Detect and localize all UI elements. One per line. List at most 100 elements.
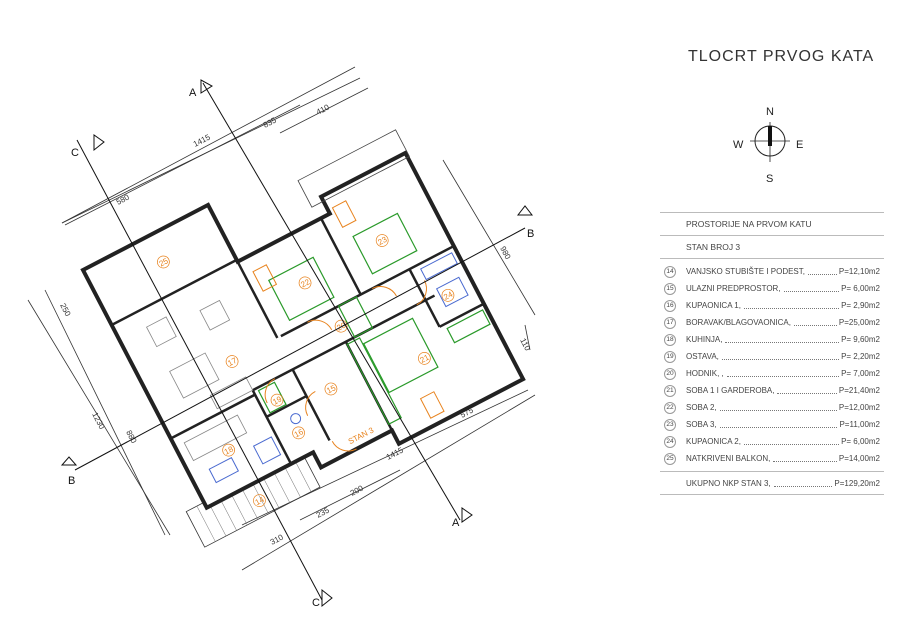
room-area: P=11,00m2 xyxy=(839,420,880,429)
building: 25 17 18 19 16 15 20 22 23 24 21 14 STAN… xyxy=(80,129,526,548)
leader-dots xyxy=(726,376,840,377)
section-label-a-top: A xyxy=(189,87,197,99)
legend-row: 21 SOBA 1 I GARDEROBA, P=21,40m2 xyxy=(660,382,884,399)
legend-row: 23 SOBA 3, P=11,00m2 xyxy=(660,416,884,433)
dim-410: 410 xyxy=(315,102,331,116)
legend-row: 15 ULAZNI PREDPROSTOR, P= 6,00m2 xyxy=(660,280,884,297)
legend-heading: PROSTORIJE NA PRVOM KATU xyxy=(660,212,884,236)
section-markers xyxy=(60,79,534,608)
dim-250: 250 xyxy=(58,302,72,318)
room-area: P= 7,00m2 xyxy=(841,369,880,378)
room-area: P= 6,00m2 xyxy=(841,284,880,293)
dim-110: 110 xyxy=(518,337,532,353)
room-name: VANJSKO STUBIŠTE I PODEST, xyxy=(686,267,805,276)
legend-row: 22 SOBA 2, P=12,00m2 xyxy=(660,399,884,416)
section-labels: A C B B A C xyxy=(68,87,534,609)
section-line-b xyxy=(74,227,526,471)
north-compass xyxy=(750,122,790,162)
room-area: P=14,00m2 xyxy=(838,454,880,463)
section-label-b-left: B xyxy=(68,475,75,487)
dim-1230: 1230 xyxy=(90,411,106,431)
leader-dots xyxy=(793,325,837,326)
roof-outline xyxy=(297,129,410,208)
compass-e: E xyxy=(796,139,804,151)
room-area: P=21,40m2 xyxy=(838,386,880,395)
leader-dots xyxy=(808,274,837,275)
total-area: P=129,20m2 xyxy=(834,478,880,488)
leader-dots xyxy=(719,427,838,428)
room-name: SOBA 3, xyxy=(686,420,717,429)
dim-1415-bottom: 1415 xyxy=(385,445,405,461)
room-number-badge: 24 xyxy=(664,435,676,448)
room-name: KUPAONICA 2, xyxy=(686,437,741,446)
room-number-badge: 22 xyxy=(664,401,676,414)
room-number-badge: 21 xyxy=(664,384,676,397)
room-area: P= 9,60m2 xyxy=(841,335,880,344)
sanitary-fixtures xyxy=(208,252,469,484)
room-number-badge: 20 xyxy=(664,367,676,380)
page-title: TLOCRT PRVOG KATA xyxy=(688,48,875,65)
room-name: SOBA 2, xyxy=(686,403,717,412)
leader-dots xyxy=(777,393,837,394)
leader-dots xyxy=(783,291,840,292)
room-name: OSTAVA, xyxy=(686,352,719,361)
room-area: P=12,00m2 xyxy=(838,403,880,412)
room-number-badge: 23 xyxy=(664,418,676,431)
room-number-badge: 15 xyxy=(664,282,676,295)
room-name: NATKRIVENI BALKON, xyxy=(686,454,771,463)
leader-dots xyxy=(773,461,837,462)
legend-row: 16 KUPAONICA 1, P= 2,90m2 xyxy=(660,297,884,314)
dimension-lines xyxy=(27,66,536,571)
room-name: ULAZNI PREDPROSTOR, xyxy=(686,284,781,293)
section-line-c xyxy=(76,139,323,601)
section-label-c-bottom: C xyxy=(312,597,320,609)
compass-w: W xyxy=(733,139,744,151)
legend-row: 24 KUPAONICA 2, P= 6,00m2 xyxy=(660,433,884,450)
room-14: 14 xyxy=(253,494,266,507)
dim-980: 980 xyxy=(498,245,512,261)
section-label-a-bottom: A xyxy=(452,517,460,529)
room-number-badge: 25 xyxy=(664,452,676,465)
leader-dots xyxy=(721,359,840,360)
leader-dots xyxy=(743,308,840,309)
room-name: HODNIK, , xyxy=(686,369,724,378)
room-number-badge: 16 xyxy=(664,299,676,312)
leader-dots xyxy=(719,410,837,411)
legend-subheading: STAN BROJ 3 xyxy=(660,236,884,259)
dim-580: 580 xyxy=(115,192,131,206)
legend-row: 20 HODNIK, , P= 7,00m2 xyxy=(660,365,884,382)
doors xyxy=(252,200,445,452)
dim-1415-top: 1415 xyxy=(192,132,212,148)
room-name: KUHINJA, xyxy=(686,335,723,344)
room-name: SOBA 1 I GARDEROBA, xyxy=(686,386,775,395)
section-lines xyxy=(74,82,526,601)
dim-310: 310 xyxy=(269,532,285,546)
total-label: UKUPNO NKP STAN 3, xyxy=(686,478,771,488)
beds-and-wardrobes xyxy=(257,212,491,426)
legend-row: 18 KUHINJA, P= 9,60m2 xyxy=(660,331,884,348)
north-arrow-icon xyxy=(768,126,772,146)
leader-dots xyxy=(773,485,833,487)
section-label-b-right: B xyxy=(527,228,534,240)
room-name: BORAVAK/BLAGOVAONICA, xyxy=(686,318,791,327)
legend-total: UKUPNO NKP STAN 3, P=129,20m2 xyxy=(660,471,884,495)
compass-n: N xyxy=(766,106,774,118)
living-furniture xyxy=(146,299,254,462)
section-line-a xyxy=(202,82,461,521)
dim-235: 235 xyxy=(315,505,331,519)
dim-200: 200 xyxy=(349,483,365,497)
room-area: P= 6,00m2 xyxy=(841,437,880,446)
section-label-c-top: C xyxy=(71,147,79,159)
leader-dots xyxy=(725,342,840,343)
room-area: P= 2,90m2 xyxy=(841,301,880,310)
leader-dots xyxy=(743,444,840,445)
compass-s: S xyxy=(766,173,774,185)
room-number-badge: 18 xyxy=(664,333,676,346)
room-name: KUPAONICA 1, xyxy=(686,301,741,310)
legend-row: 25 NATKRIVENI BALKON, P=14,00m2 xyxy=(660,450,884,467)
